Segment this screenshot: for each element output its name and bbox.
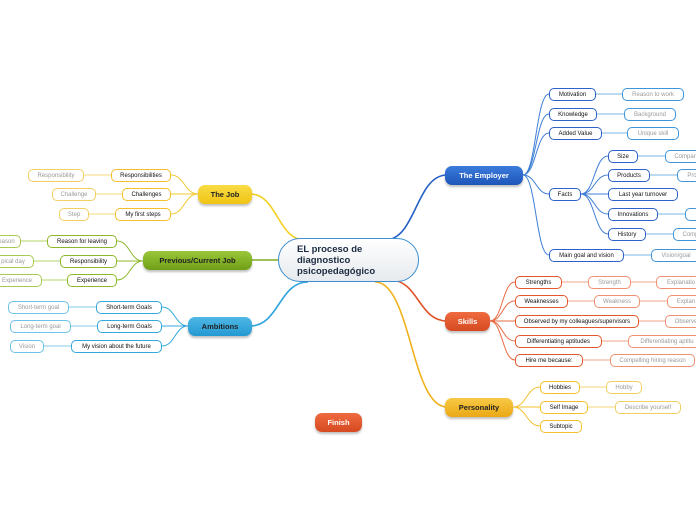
- personality-hobbies-child[interactable]: Hobby: [606, 381, 642, 394]
- ambitions-short-term-goals-child[interactable]: Short-term goal: [8, 301, 69, 314]
- skills-observed[interactable]: Observed by my colleagues/supervisors: [515, 315, 639, 328]
- skills-differentiating-aptitudes-child[interactable]: Differentiating aptitu: [628, 335, 696, 348]
- job-challenges[interactable]: Challenges: [122, 188, 171, 201]
- job-responsibilities-child[interactable]: Responsibility: [28, 169, 84, 182]
- connector-line: [522, 93, 550, 176]
- facts-history[interactable]: History: [608, 228, 646, 241]
- central-topic-label: EL proceso de diagnostico psicopedagógic…: [297, 243, 376, 277]
- branch-skills[interactable]: Skills: [445, 312, 490, 331]
- facts-products-child[interactable]: Pro: [677, 169, 696, 182]
- facts-innovations[interactable]: Innovations: [608, 208, 658, 221]
- employer-facts[interactable]: Facts: [549, 188, 581, 201]
- ambitions-my-vision-child[interactable]: Vision: [10, 340, 44, 353]
- employer-added-value[interactable]: Added Value: [549, 127, 602, 140]
- job-responsibilities[interactable]: Responsibilities: [111, 169, 171, 182]
- previous-reason-for-leaving-child[interactable]: eason: [0, 235, 21, 248]
- connector-line: [489, 320, 516, 342]
- connector-line: [170, 174, 199, 195]
- connector-line: [249, 281, 309, 327]
- facts-innovations-child[interactable]: [685, 208, 696, 221]
- facts-size[interactable]: Size: [608, 150, 638, 163]
- previous-experience[interactable]: Experience: [67, 274, 117, 287]
- ambitions-long-term-goals-child[interactable]: Long-term goal: [10, 320, 71, 333]
- skills-strengths-grandchild[interactable]: Explanatio: [656, 276, 696, 289]
- connector-line: [522, 174, 550, 195]
- skills-weaknesses[interactable]: Weaknesses: [515, 295, 568, 308]
- personality-self-image-child[interactable]: Describe yourself: [615, 401, 681, 414]
- skills-hire-me-because[interactable]: Hire me because:: [515, 354, 583, 367]
- connector-line: [116, 260, 144, 281]
- facts-size-child[interactable]: Compar: [665, 150, 696, 163]
- facts-products[interactable]: Products: [608, 169, 650, 182]
- connector-line: [522, 174, 550, 256]
- employer-motivation[interactable]: Motivation: [549, 88, 596, 101]
- connector-line: [249, 193, 306, 241]
- skills-differentiating-aptitudes[interactable]: Differentiating aptitudes: [515, 335, 602, 348]
- connector-line: [161, 306, 189, 327]
- employer-main-goal-and-vision[interactable]: Main goal and vision: [549, 249, 624, 262]
- job-my-first-steps[interactable]: My first steps: [115, 208, 171, 221]
- connector-line: [170, 193, 199, 215]
- connector-line: [580, 193, 609, 215]
- branch-ambitions[interactable]: Ambitions: [188, 317, 252, 336]
- connector-line: [580, 155, 609, 195]
- facts-history-child[interactable]: Comp: [673, 228, 696, 241]
- connector-line: [580, 193, 609, 235]
- skills-strengths[interactable]: Strengths: [515, 276, 562, 289]
- branch-previous-current-job[interactable]: Previous/Current Job: [143, 251, 252, 270]
- skills-weaknesses-grandchild[interactable]: Explan: [667, 295, 696, 308]
- employer-added-value-child[interactable]: Unique skill: [627, 127, 679, 140]
- employer-knowledge[interactable]: Knowledge: [549, 108, 597, 121]
- connector-line: [374, 281, 448, 408]
- skills-hire-me-because-child[interactable]: Compelling hiring reason: [610, 354, 695, 367]
- branch-finish[interactable]: Finish: [315, 413, 362, 432]
- personality-self-image[interactable]: Self Image: [540, 401, 588, 414]
- job-challenges-child[interactable]: Challenge: [52, 188, 96, 201]
- skills-strengths-child[interactable]: Strength: [588, 276, 631, 289]
- connector-line: [489, 300, 516, 322]
- employer-motivation-child[interactable]: Reason to work: [622, 88, 684, 101]
- connector-line: [489, 281, 516, 322]
- connector-line: [116, 240, 144, 262]
- connector-line: [489, 320, 516, 361]
- connector-line: [384, 174, 448, 241]
- skills-observed-child[interactable]: Observe: [665, 315, 696, 328]
- connector-line: [580, 174, 609, 195]
- previous-reason-for-leaving[interactable]: Reason for leaving: [47, 235, 117, 248]
- central-topic[interactable]: EL proceso de diagnostico psicopedagógic…: [278, 238, 419, 282]
- previous-experience-child[interactable]: Experience: [0, 274, 42, 287]
- connector-line: [161, 325, 189, 347]
- branch-the-job[interactable]: The Job: [198, 185, 252, 204]
- personality-hobbies[interactable]: Hobbies: [540, 381, 580, 394]
- previous-responsibility[interactable]: Responsibility: [60, 255, 117, 268]
- ambitions-my-vision[interactable]: My vision about the future: [71, 340, 162, 353]
- branch-the-employer[interactable]: The Employer: [445, 166, 523, 185]
- skills-weaknesses-child[interactable]: Weakness: [594, 295, 640, 308]
- job-my-first-steps-child[interactable]: Step: [59, 208, 89, 221]
- connector-line: [522, 132, 550, 176]
- connector-line: [512, 406, 541, 427]
- connector-line: [389, 279, 448, 322]
- facts-last-year-turnover[interactable]: Last year turnover: [608, 188, 678, 201]
- previous-responsibility-child[interactable]: pical day: [0, 255, 34, 268]
- ambitions-short-term-goals[interactable]: Short-term Goals: [96, 301, 162, 314]
- connector-line: [512, 386, 541, 408]
- employer-main-goal-and-vision-child[interactable]: Vision/goal: [651, 249, 696, 262]
- employer-knowledge-child[interactable]: Background: [624, 108, 676, 121]
- connector-line: [522, 113, 550, 176]
- branch-personality[interactable]: Personality: [445, 398, 513, 417]
- ambitions-long-term-goals[interactable]: Long-term Goals: [97, 320, 162, 333]
- personality-subtopic[interactable]: Subtopic: [540, 420, 582, 433]
